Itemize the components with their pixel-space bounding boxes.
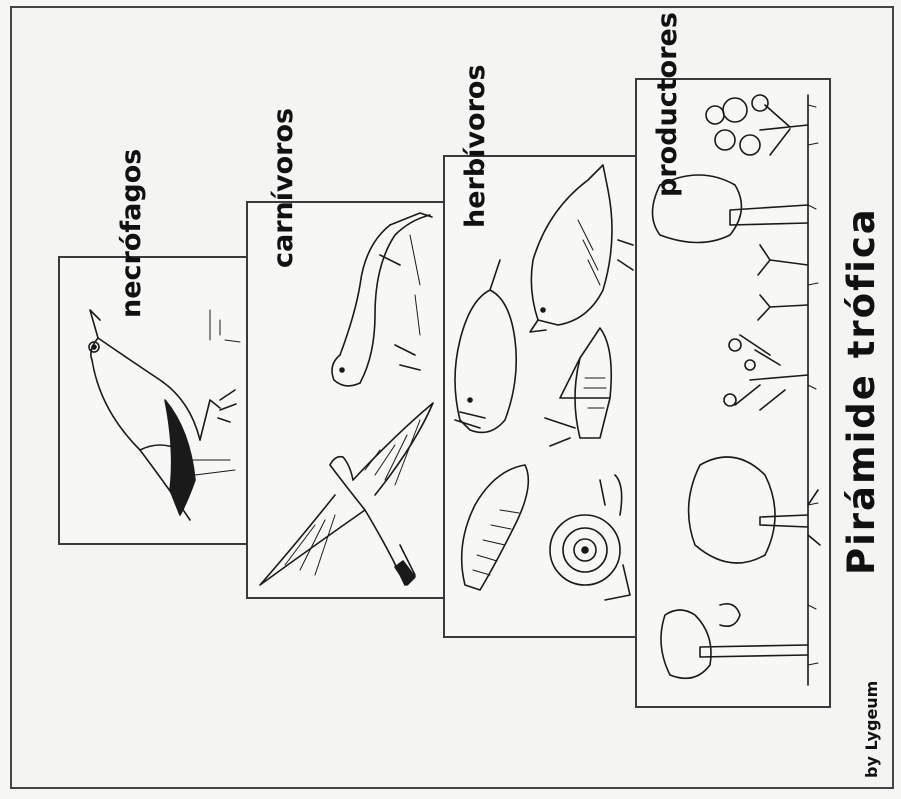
weasel-illustration bbox=[320, 205, 440, 395]
diagram-title: Pirámide trófica bbox=[840, 207, 883, 575]
finch-illustration bbox=[518, 160, 638, 340]
vulture-illustration bbox=[70, 300, 240, 530]
level-label-herbivoros: herbívoros bbox=[460, 64, 491, 228]
hawk-illustration bbox=[255, 395, 435, 595]
credit-text: by Lygeum bbox=[862, 681, 881, 778]
grasshopper-illustration bbox=[540, 318, 630, 448]
level-label-necrofagos: necrófagos bbox=[116, 149, 147, 318]
level-label-carnivoros: carnívoros bbox=[268, 108, 299, 268]
caterpillar-illustration bbox=[455, 465, 535, 595]
snail-illustration bbox=[545, 475, 635, 605]
producers-illustration bbox=[640, 85, 830, 700]
